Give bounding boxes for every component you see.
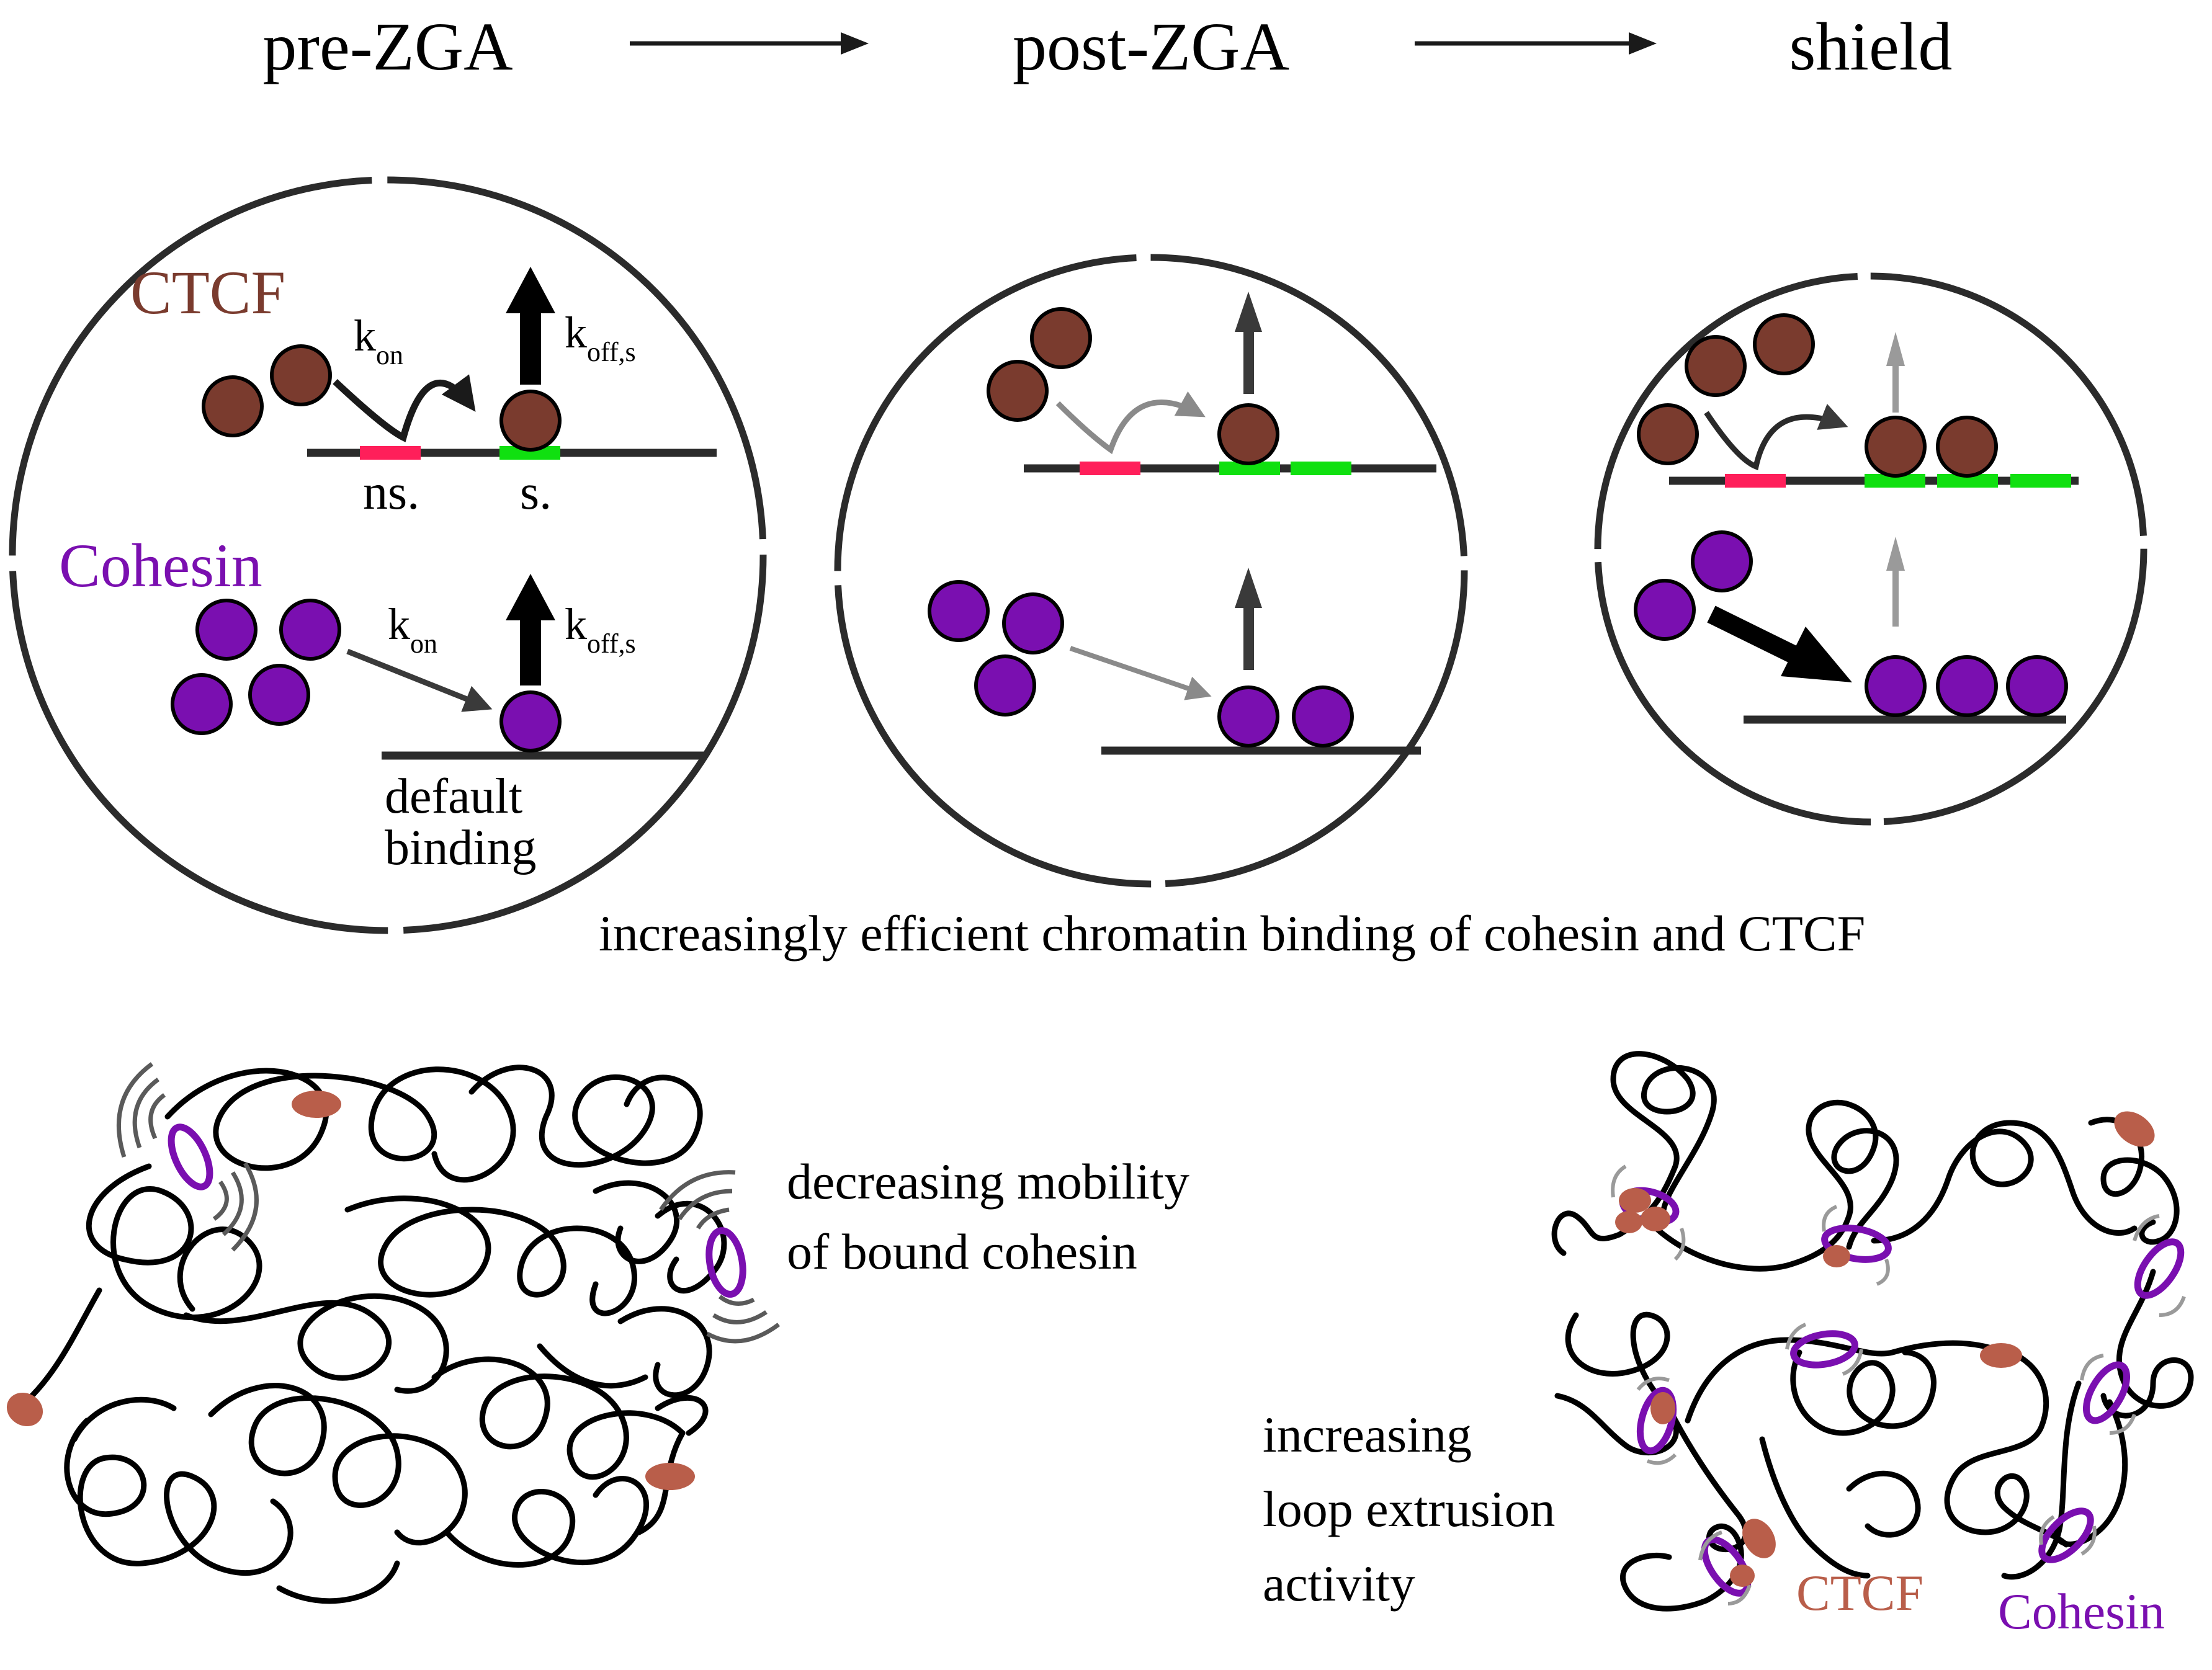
kon-arrow [1069,646,1212,700]
default-binding-label-line1: default [385,769,522,824]
kon-hop-arrow [333,374,476,442]
ctcf-molecule [202,375,264,437]
ns-label: ns. [363,465,419,520]
bound-cohesin-ring [705,1227,746,1298]
koff-arrow [1235,568,1262,670]
kon-hop-arrow [1704,403,1848,471]
koff-arrow [1886,537,1905,627]
specific-site [499,446,560,460]
stage-arrow-1 [630,32,869,55]
bound-cohesin-ring [168,1123,213,1190]
specific-site [2010,474,2071,488]
bound-cohesin [1217,685,1279,748]
kon-arrow [346,648,493,712]
bound-ctcf [499,390,562,452]
ctcf-molecule [1030,307,1092,369]
kon-label: kon [354,311,403,370]
kon-label: kon [388,599,437,659]
cohesin-molecule [1691,530,1753,592]
ctcf-blob [645,1463,695,1490]
legend-ctcf: CTCF [1796,1565,1923,1621]
cohesin-molecule [195,599,257,661]
bound-ctcf [1865,416,1927,478]
binding-caption: increasingly efficient chromatin binding… [599,905,1865,962]
extrusion-caption-line3: activity [1263,1555,1415,1612]
cohesin-label: Cohesin [59,531,262,600]
bound-cohesin [1292,685,1354,748]
cohesin-molecule [1634,579,1696,641]
nonspecific-site [1725,474,1786,488]
koff-arrow [506,574,555,685]
cohesin-ring [1619,1187,2185,1597]
stage-title-pre-zga: pre-ZGA [262,9,513,84]
mobility-caption-line1: decreasing mobility [787,1153,1189,1210]
nonspecific-site [1080,462,1140,475]
extrusion-caption-line2: loop extrusion [1263,1481,1555,1537]
default-binding-label-line2: binding [385,821,536,875]
ctcf-molecule [1753,313,1815,375]
legend-cohesin: Cohesin [1998,1583,2165,1640]
s-label: s. [520,465,552,520]
specific-site [1865,474,1925,488]
ctcf-molecule [987,360,1049,422]
mobility-waves [1611,1164,2186,1605]
nucleus-pre-zga [9,176,767,934]
ctcf-blob [1615,1111,2155,1587]
stage-title-shield: shield [1789,9,1953,84]
chromatin-tangle-left [16,1065,727,1604]
bound-ctcf [1217,403,1279,465]
mobility-caption-line2: of bound cohesin [787,1223,1137,1280]
cohesin-molecule [279,599,341,661]
bound-ctcf [1936,416,1998,478]
mobility-waves [659,1170,781,1344]
koff-arrow [1235,292,1262,394]
ctcf-molecule [1685,335,1747,397]
ctcf-blob [292,1091,341,1118]
ctcf-molecule [270,344,332,406]
bound-cohesin [1865,655,1927,717]
cohesin-molecule [928,580,990,642]
kon-hop-arrow [1055,391,1206,455]
stage-arrow-2 [1415,32,1657,55]
stage-title-post-zga: post-ZGA [1013,9,1289,84]
bound-cohesin [499,690,562,752]
cohesin-molecule [1002,592,1064,654]
ctcf-blob [6,1392,43,1427]
kon-arrow-thick [1707,605,1852,682]
koff-label: koff,s [565,308,636,367]
bound-cohesin [2006,655,2068,717]
chromatin-loops-right [1551,1051,2194,1612]
cohesin-molecule [974,654,1036,717]
ctcf-molecule [1637,403,1699,465]
cohesin-molecule [248,664,310,726]
specific-site [1291,462,1351,475]
specific-site [1937,474,1998,488]
nucleus-shield [1594,272,2147,826]
specific-site [1219,462,1280,475]
nonspecific-site [360,446,421,460]
nucleus-post-zga [834,254,1468,888]
koff-arrow [1886,332,1905,413]
bound-cohesin [1936,655,1998,717]
koff-arrow [506,267,555,385]
mobility-waves [116,1062,259,1252]
koff-label: koff,s [565,599,636,659]
extrusion-caption-line1: increasing [1263,1406,1472,1463]
ctcf-label: CTCF [130,258,285,327]
cohesin-molecule [171,673,233,735]
